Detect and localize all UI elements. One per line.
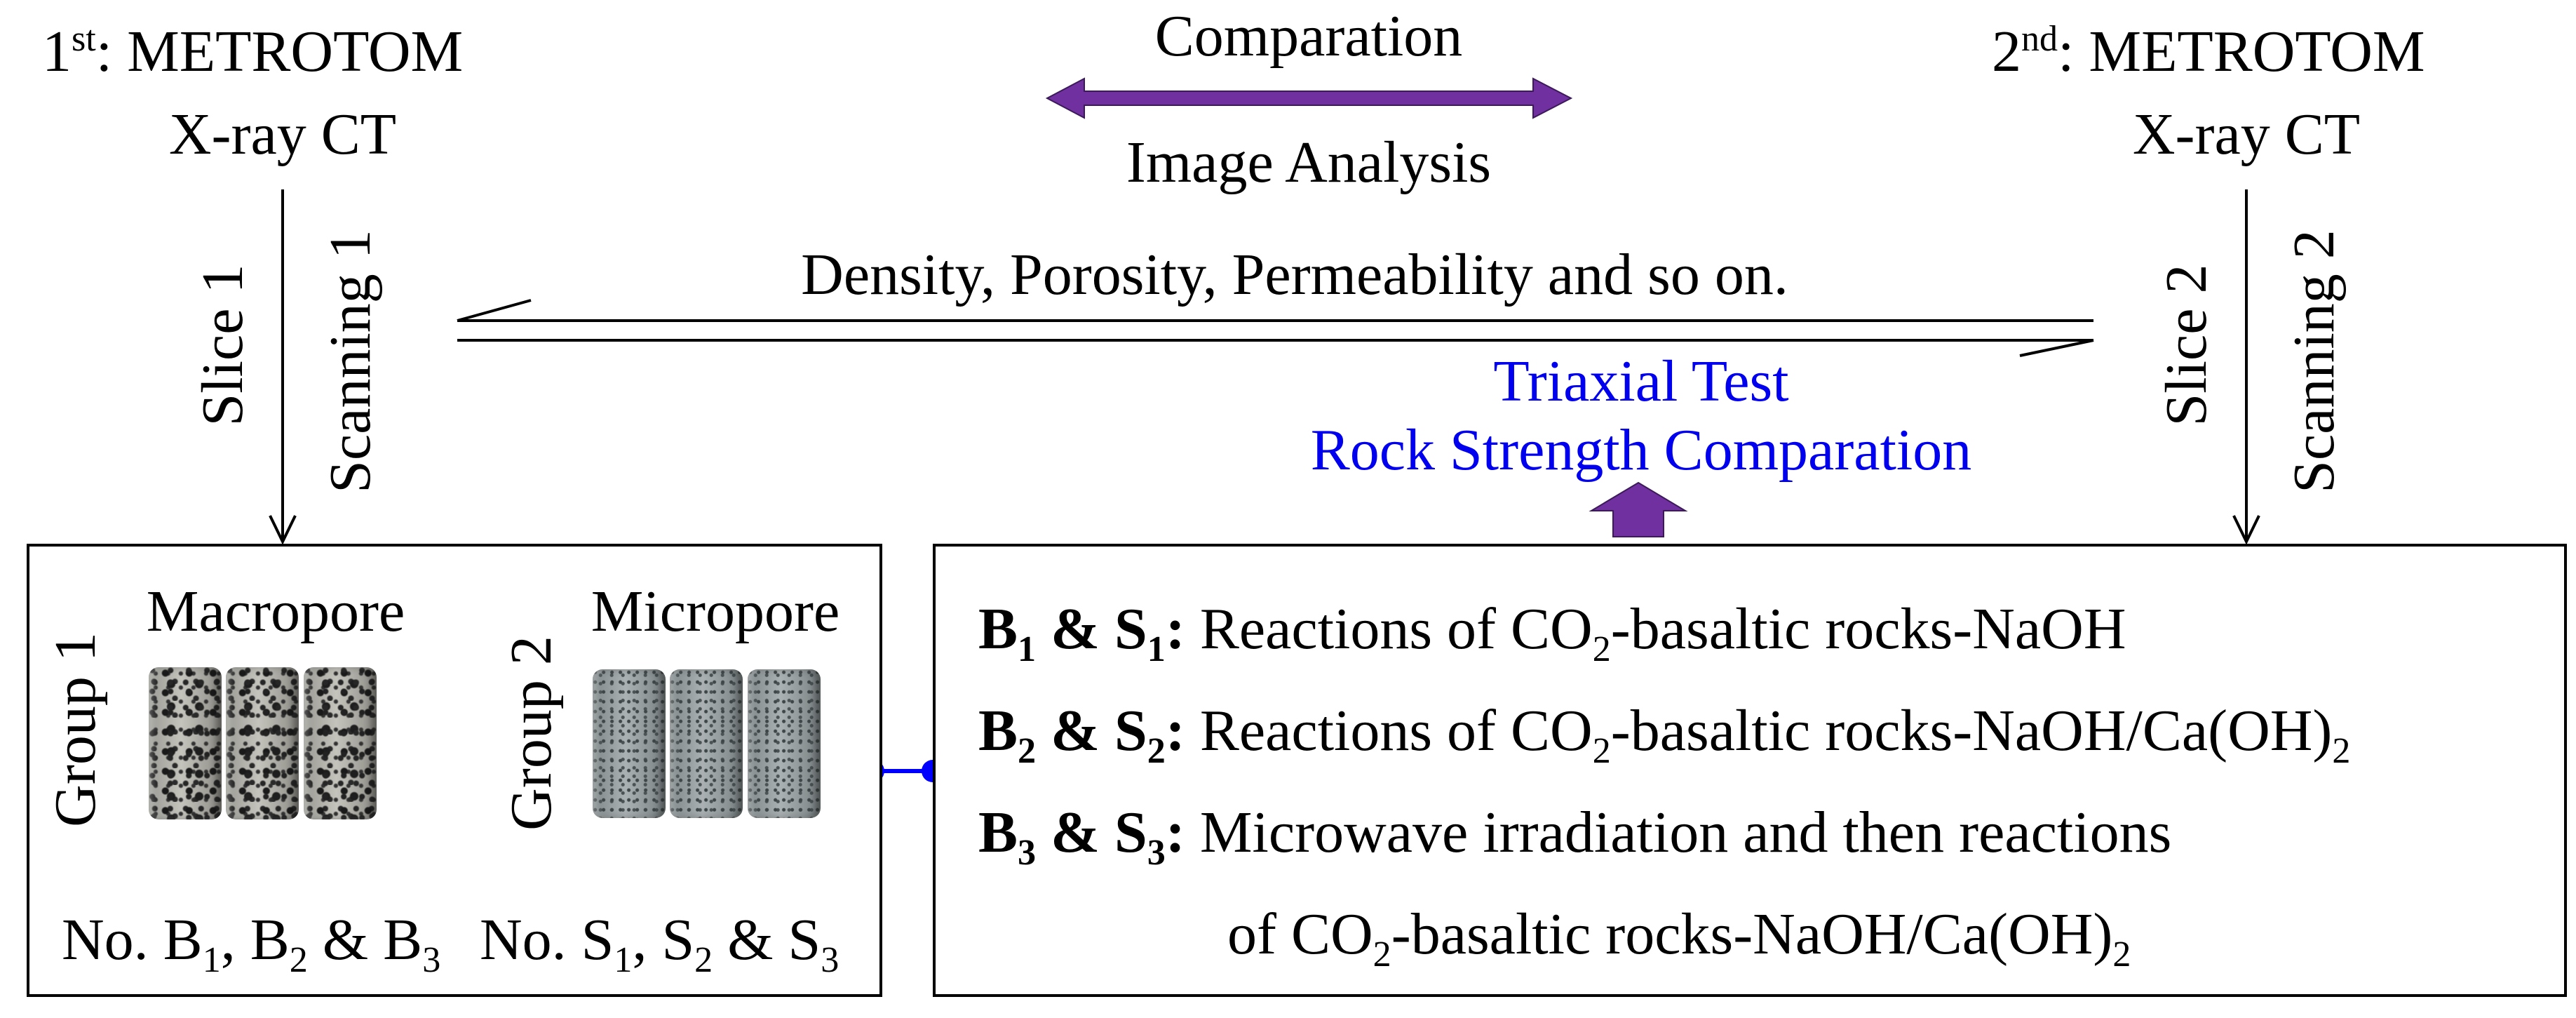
- image-analysis-label: Image Analysis: [1126, 130, 1492, 195]
- group-1-label: Group 1: [43, 632, 108, 827]
- micropore-title: Micropore: [591, 579, 840, 644]
- reaction-row-2: B2 & S2: Reactions of CO2-basaltic rocks…: [978, 698, 2351, 771]
- rock-strength-label: Rock Strength Comparation: [1310, 417, 1972, 483]
- upper-half-arrow-barb: [457, 299, 532, 322]
- scanning-1-label: Scanning 1: [318, 229, 383, 493]
- group-1-sample-ids: No. B1, B2 & B3: [62, 907, 441, 980]
- macropore-sample-photo: [144, 661, 379, 826]
- right-subtitle: X-ray CT: [2132, 102, 2361, 167]
- left-down-arrowhead: [269, 515, 297, 545]
- micropore-sample-photo: [588, 663, 823, 824]
- macropore-title: Macropore: [146, 579, 405, 644]
- right-title: 2nd: METROTOM: [1992, 19, 2425, 84]
- lower-half-arrow-barb: [2019, 339, 2094, 357]
- left-title: 1st: METROTOM: [42, 19, 464, 84]
- triaxial-test-label: Triaxial Test: [1493, 349, 1789, 414]
- comparation-label: Comparation: [1154, 4, 1463, 69]
- comparation-double-arrow: [1045, 77, 1573, 119]
- density-label: Density, Porosity, Permeability and so o…: [801, 242, 1788, 307]
- triaxial-up-arrow-shape: [1589, 481, 1688, 537]
- reaction-row-3-continuation: of CO2-basaltic rocks-NaOH/Ca(OH)2: [1227, 902, 2131, 975]
- group-2-sample-ids: No. S1, S2 & S3: [480, 907, 839, 980]
- reaction-row-3: B3 & S3: Microwave irradiation and then …: [978, 800, 2172, 873]
- reactions-box: [933, 544, 2567, 997]
- slice-2-label: Slice 2: [2154, 264, 2219, 427]
- group-2-label: Group 2: [499, 636, 564, 831]
- scanning-2-label: Scanning 2: [2281, 229, 2347, 493]
- reaction-row-1: B1 & S1: Reactions of CO2-basaltic rocks…: [978, 596, 2126, 669]
- left-subtitle: X-ray CT: [168, 102, 397, 167]
- right-down-arrowhead: [2232, 515, 2260, 545]
- slice-1-label: Slice 1: [190, 264, 255, 427]
